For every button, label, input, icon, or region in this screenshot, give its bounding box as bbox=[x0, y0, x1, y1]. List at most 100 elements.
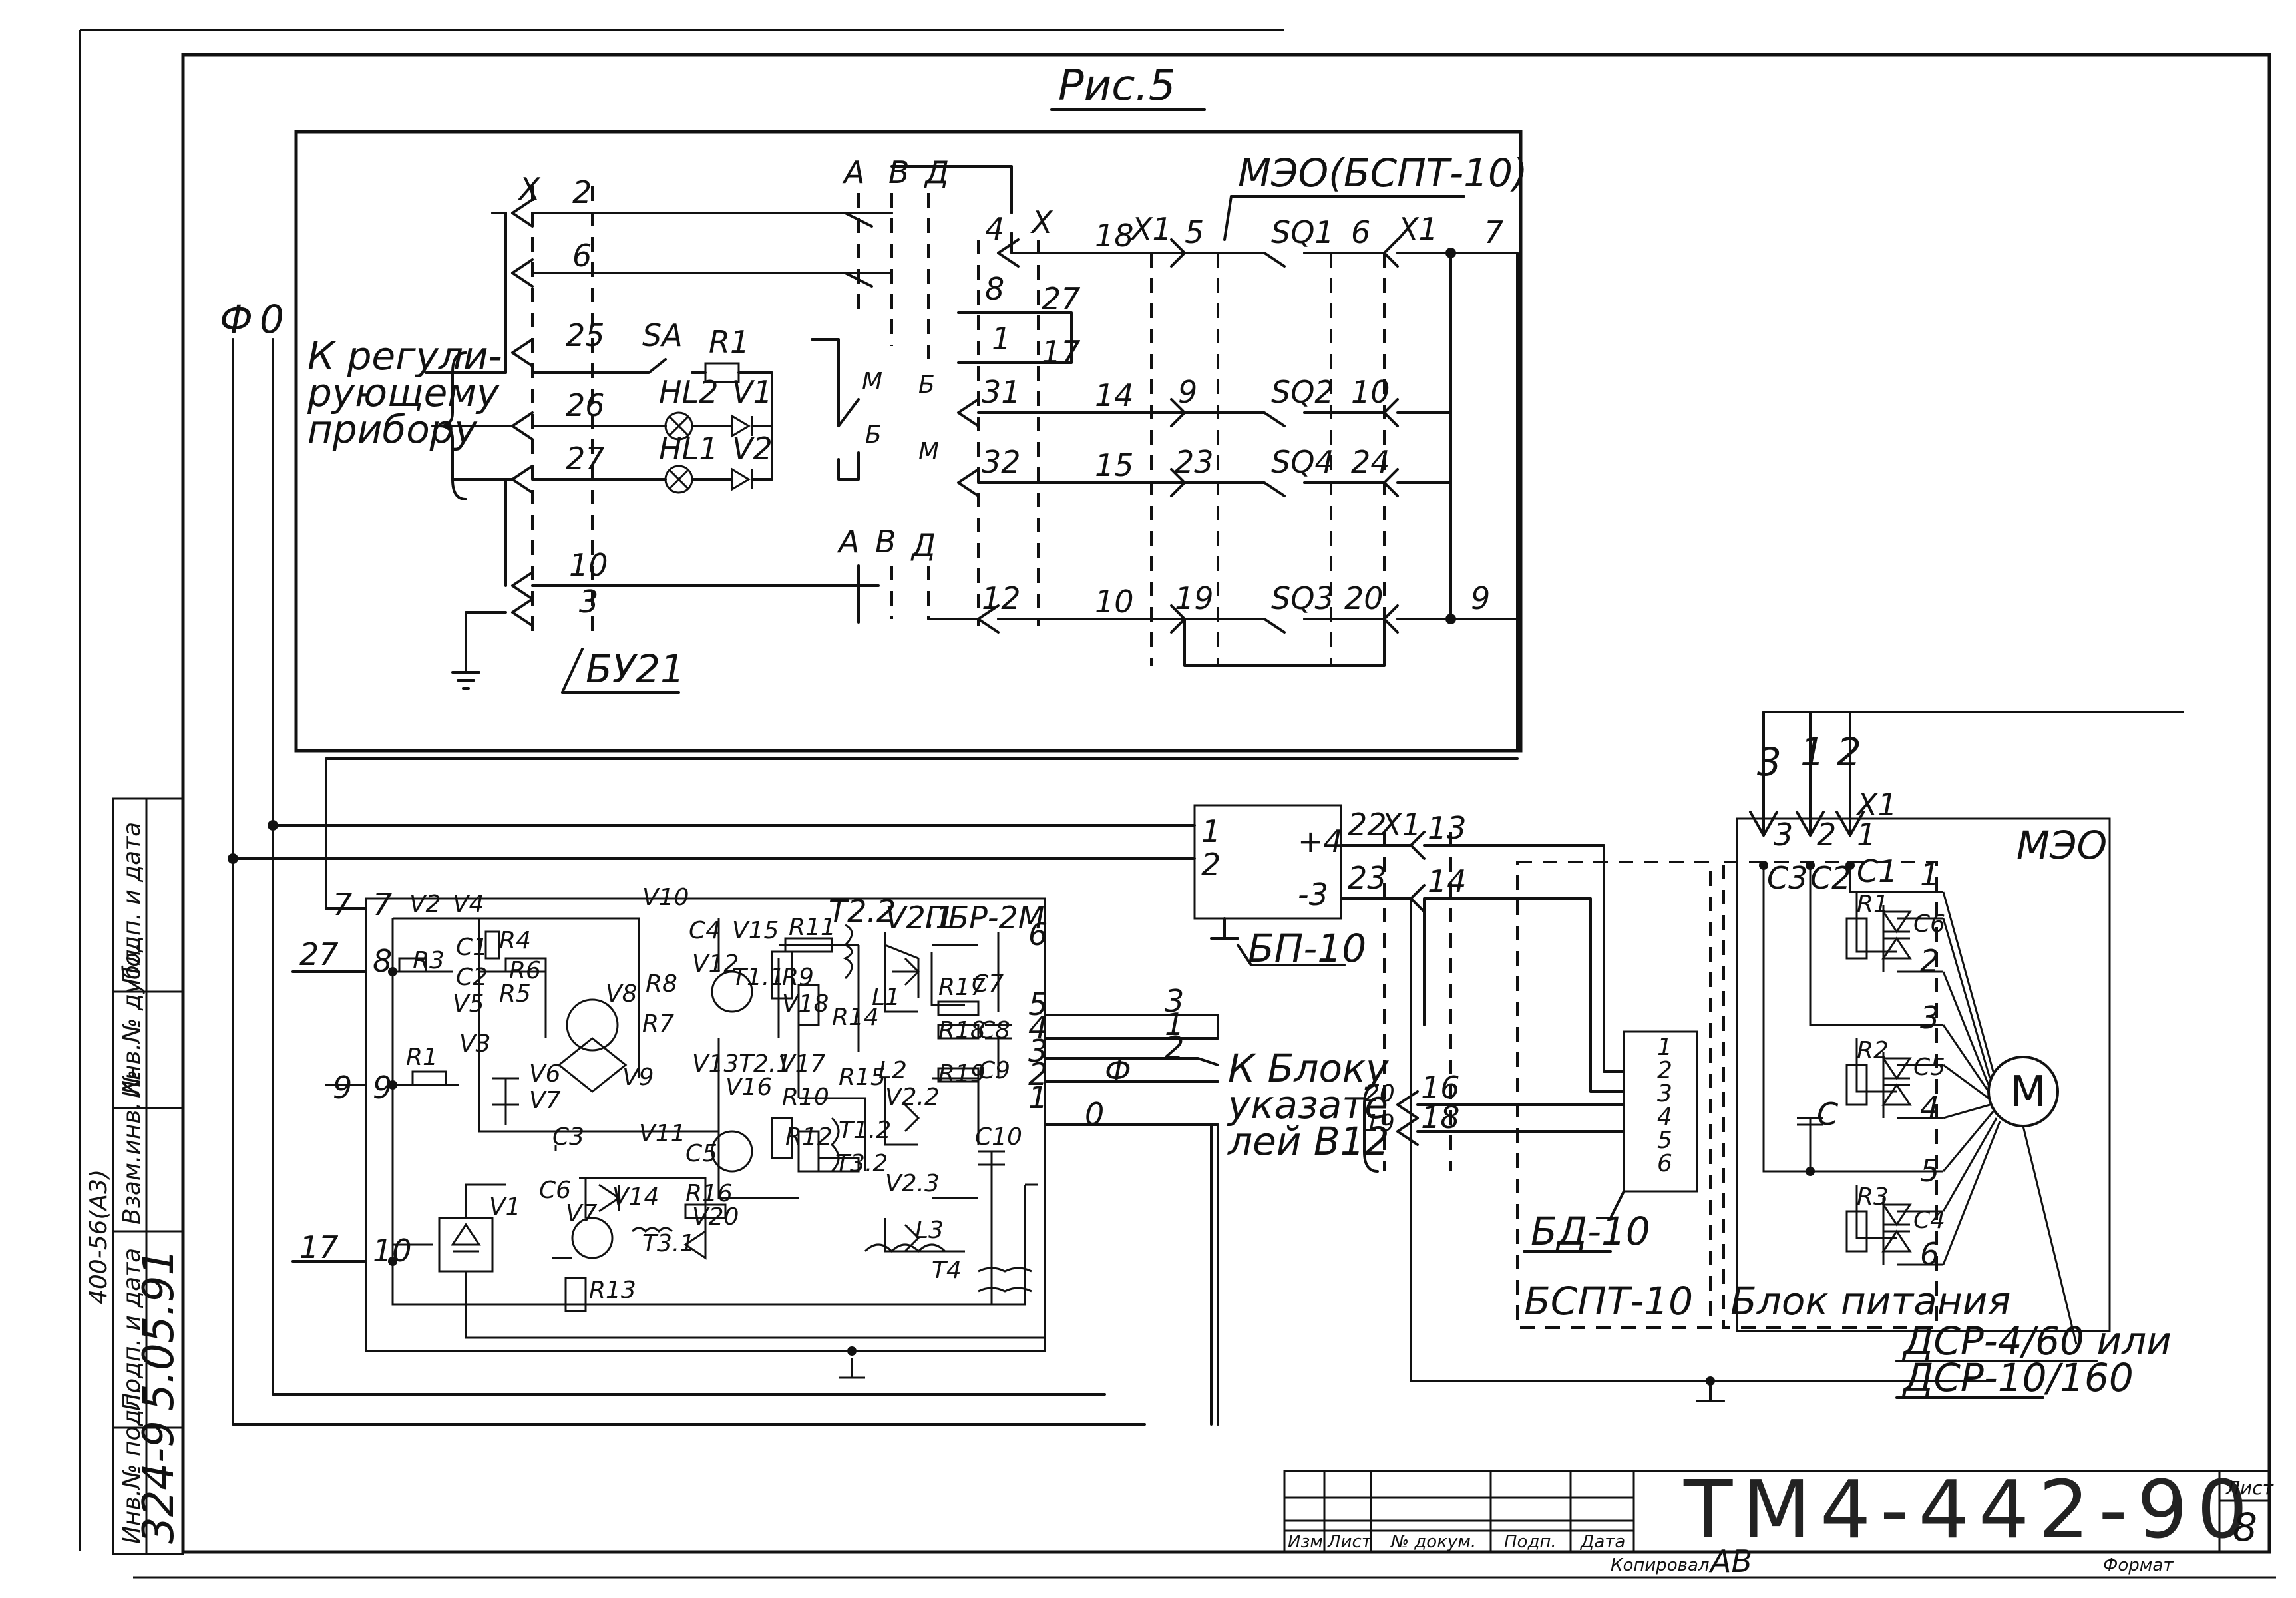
to-regulator-1: К регули- bbox=[307, 333, 502, 379]
stamp-value-a: 324-9 bbox=[134, 1420, 184, 1544]
part-r17: R17 bbox=[938, 974, 986, 1001]
part-v6: V6 bbox=[529, 1060, 561, 1088]
to-regulator-2: рующему bbox=[307, 370, 500, 415]
to-indicator-3: лей В12 bbox=[1227, 1119, 1389, 1164]
pin-23: 23 bbox=[1175, 444, 1214, 480]
ind-pin-20: 20 bbox=[1364, 1080, 1395, 1107]
part-r15: R15 bbox=[839, 1064, 886, 1091]
to-indicator-2: указате bbox=[1227, 1082, 1388, 1127]
part-r9: R9 bbox=[782, 964, 814, 991]
part-v12: V12 bbox=[692, 950, 739, 978]
power-block-label: Блок питания bbox=[1730, 1279, 2010, 1324]
part-v8: V8 bbox=[606, 980, 638, 1008]
tb-sign: Подп. bbox=[1504, 1532, 1557, 1552]
pbr-2m-block: ПБР-2М 7 7 8 9 9 10 27 17 bbox=[291, 884, 1219, 1426]
bspt-pin-14: 14 bbox=[1428, 863, 1467, 899]
part-t12: T1.2 bbox=[839, 1117, 891, 1144]
tb-doc: № докум. bbox=[1390, 1532, 1476, 1552]
part-v4: V4 bbox=[453, 891, 484, 918]
part-r10: R10 bbox=[782, 1084, 829, 1111]
dsr-label-1: ДСР-4/60 или bbox=[1901, 1318, 2172, 1364]
stamp-podp-data-2: Подп. и дата bbox=[118, 822, 146, 985]
pin-6m: 6 bbox=[1351, 214, 1370, 250]
bd-pin-5: 5 bbox=[1657, 1127, 1672, 1154]
part-t32: T3.2 bbox=[835, 1150, 888, 1177]
zero-label: 0 bbox=[260, 297, 284, 342]
pin-31: 31 bbox=[982, 374, 1021, 410]
part-c4: C4 bbox=[689, 917, 721, 944]
pbr-out-5: 5 bbox=[1028, 986, 1048, 1022]
part-r12: R12 bbox=[785, 1123, 833, 1151]
part-t22: T2.2 bbox=[829, 893, 896, 929]
meo-c5: C5 bbox=[1913, 1054, 1945, 1081]
bp-label: БП-10 bbox=[1248, 926, 1366, 971]
part-r1: R1 bbox=[406, 1044, 438, 1071]
bu21-label: БУ21 bbox=[586, 646, 685, 692]
x-conn-2: X bbox=[1030, 204, 1053, 240]
meo-c1: C1 bbox=[1857, 853, 1897, 889]
to-indicator-1: К Блоку bbox=[1228, 1046, 1389, 1091]
bp-x1: X1 bbox=[1380, 807, 1422, 843]
pin-2: 2 bbox=[572, 174, 592, 210]
contact-m-2: М bbox=[918, 438, 939, 465]
meo-c6: C6 bbox=[1913, 910, 1945, 938]
bd-pin-4: 4 bbox=[1657, 1103, 1672, 1131]
bd-label: БД-10 bbox=[1531, 1209, 1650, 1254]
part-v23: V2.3 bbox=[885, 1170, 940, 1197]
bp-pin-2: 2 bbox=[1201, 847, 1221, 883]
pin-1: 1 bbox=[992, 321, 1011, 357]
pin-10: 10 bbox=[569, 547, 608, 583]
stamp-value-b: 5.05.91 bbox=[134, 1249, 184, 1411]
meo-x1: X1 bbox=[1855, 787, 1897, 823]
sheet-number: 8 bbox=[2233, 1505, 2257, 1550]
part-c8: C8 bbox=[978, 1017, 1010, 1044]
bspt-label: БСПТ-10 bbox=[1524, 1279, 1693, 1324]
x1-a: X1 bbox=[1130, 211, 1172, 247]
part-l1: L1 bbox=[872, 984, 900, 1011]
pbr-pin-9a: 9 bbox=[333, 1070, 352, 1105]
part-c1: C1 bbox=[456, 934, 488, 961]
bspt-pin-16: 16 bbox=[1421, 1070, 1460, 1105]
pin-27b: 27 bbox=[1042, 281, 1081, 317]
bu21-block: БУ21 X 2 6 25 26 27 10 3 К регули- рующе… bbox=[294, 130, 1528, 753]
v1-label: V1 bbox=[732, 374, 773, 410]
meo-top-2: 2 bbox=[1837, 729, 1861, 775]
part-r18: R18 bbox=[938, 1017, 986, 1044]
bp-pin-23: 23 bbox=[1348, 860, 1387, 896]
document-code: ТМ4-442-90 bbox=[1683, 1464, 2257, 1557]
meo-r1: R1 bbox=[1857, 891, 1889, 918]
pbr-pin-17: 17 bbox=[299, 1229, 339, 1265]
contact-b-2: Б bbox=[918, 371, 935, 399]
part-t11: T1.1 bbox=[732, 964, 785, 991]
part-r7: R7 bbox=[642, 1010, 674, 1038]
part-c9: C9 bbox=[978, 1057, 1010, 1084]
part-l3: L3 bbox=[915, 1217, 944, 1244]
part-r4: R4 bbox=[499, 927, 531, 954]
sheet-label: Лист bbox=[2225, 1477, 2274, 1499]
bd-pin-1: 1 bbox=[1657, 1034, 1672, 1061]
pbr-out-1: 1 bbox=[1028, 1080, 1048, 1115]
pbr-out-4: 4 bbox=[1028, 1010, 1048, 1046]
phi-label: Ф bbox=[220, 297, 253, 342]
bp-pin-1: 1 bbox=[1201, 813, 1221, 849]
contact-a-bot: А bbox=[837, 524, 859, 560]
contact-m-1: М bbox=[862, 368, 882, 395]
tb-list: Лист bbox=[1327, 1532, 1372, 1552]
meo-top-3: 3 bbox=[1757, 739, 1782, 785]
part-c7: C7 bbox=[972, 970, 1004, 998]
part-v14: V14 bbox=[612, 1183, 659, 1211]
wire-15: 15 bbox=[1095, 447, 1134, 483]
wire-out-2: 1 bbox=[1165, 1006, 1184, 1042]
meo-c3: C3 bbox=[1767, 860, 1808, 896]
sa-label: SA bbox=[642, 317, 683, 353]
meo-c4: C4 bbox=[1913, 1207, 1945, 1234]
bp-pin-minus3: -3 bbox=[1298, 877, 1328, 912]
stamp-vzam-inv: Взам.инв. № bbox=[118, 1070, 146, 1225]
side-stamp: Инв.№ подл. Подп. и дата Взам.инв. № Инв… bbox=[85, 797, 184, 1555]
meo-bspt-label: МЭО(БСПТ-10) bbox=[1238, 150, 1528, 196]
part-v20: V20 bbox=[692, 1203, 739, 1231]
part-v15: V15 bbox=[732, 917, 779, 944]
motor-symbol: M bbox=[2010, 1068, 2046, 1117]
contact-d-top: Д bbox=[924, 154, 949, 190]
